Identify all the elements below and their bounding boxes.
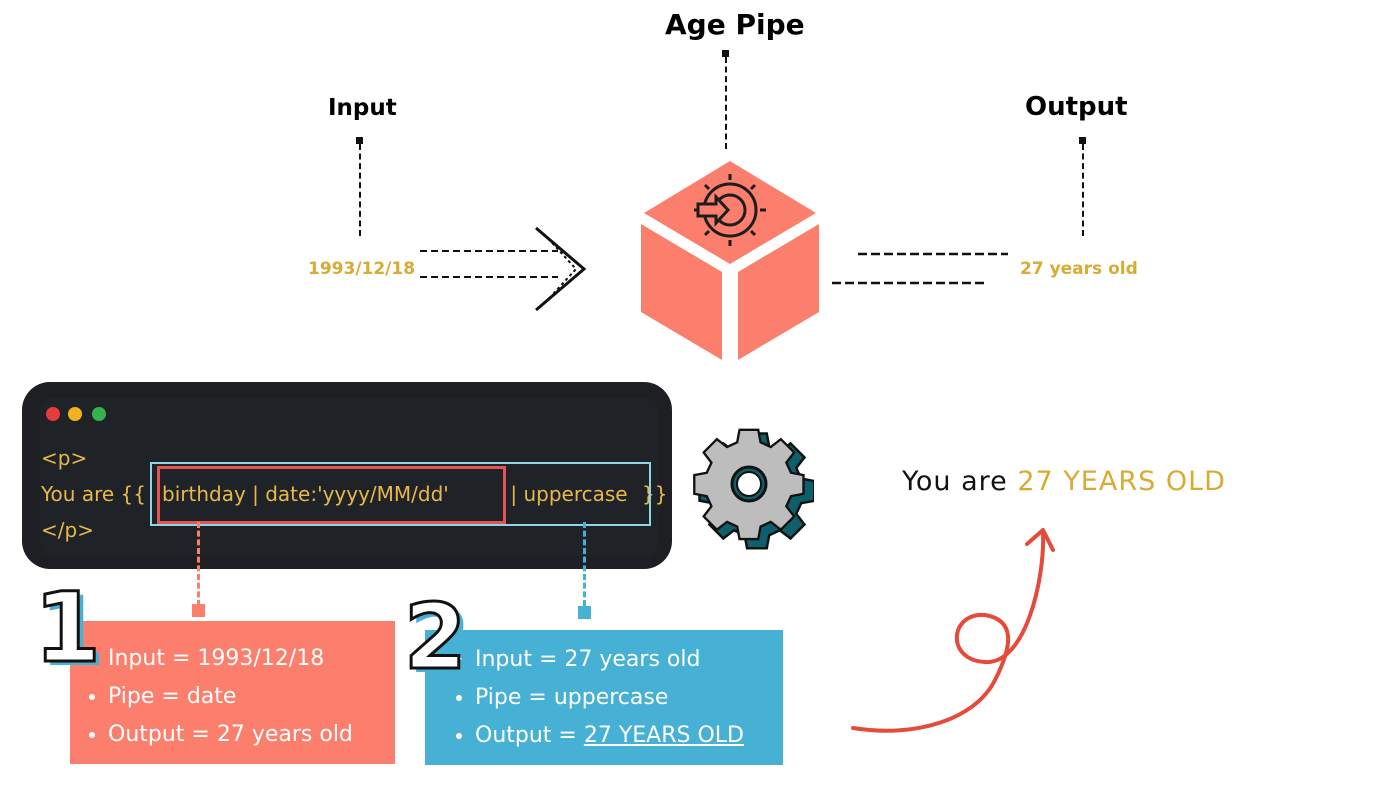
code-line-2-pipe: | uppercase xyxy=(504,482,628,506)
code-line-3: </p> xyxy=(41,518,94,542)
step1-connector xyxy=(197,522,200,606)
close-dot[interactable] xyxy=(46,407,60,421)
step1-output: Output = 27 years old xyxy=(108,716,353,754)
step2-output: Output = 27 YEARS OLD xyxy=(475,717,744,755)
step2-card xyxy=(425,630,783,765)
code-line-2-birthday: birthday | date:'yyyy/MM/dd' xyxy=(162,482,449,506)
code-editor xyxy=(40,398,658,556)
age-pipe-title: Age Pipe xyxy=(665,8,805,41)
code-line-1: <p> xyxy=(41,446,88,470)
step2-number: 2 xyxy=(403,584,469,692)
age-pipe-leader xyxy=(725,57,727,149)
step2-connector xyxy=(583,522,586,606)
double-chevron-arrow-icon xyxy=(420,226,587,312)
result-value: 27 YEARS OLD xyxy=(1017,466,1226,497)
input-title: Input xyxy=(328,95,397,121)
code-line-2-prefix: You are {{ xyxy=(41,482,146,506)
maximize-dot[interactable] xyxy=(92,407,106,421)
output-marker xyxy=(1079,137,1086,144)
step2-output-value: 27 YEARS OLD xyxy=(583,723,744,748)
step2-list: Input = 27 years old Pipe = uppercase Ou… xyxy=(437,641,744,755)
curly-arrow-icon xyxy=(851,528,1055,733)
step1-card xyxy=(70,621,395,764)
input-value: 1993/12/18 xyxy=(308,259,416,279)
minimize-dot[interactable] xyxy=(68,407,82,421)
step1-list: Input = 1993/12/18 Pipe = date Output = … xyxy=(70,640,353,754)
result-text: You are 27 YEARS OLD xyxy=(902,466,1226,497)
result-prefix: You are xyxy=(902,466,1018,497)
age-pipe-marker xyxy=(722,50,729,57)
gear-arrow-icon xyxy=(694,174,766,246)
output-value: 27 years old xyxy=(1020,259,1138,279)
input-marker xyxy=(356,137,363,144)
date-highlight-box xyxy=(157,466,506,524)
input-leader xyxy=(359,144,361,236)
output-title: Output xyxy=(1025,92,1128,122)
step1-connector-end xyxy=(192,604,205,617)
step2-input: Input = 27 years old xyxy=(475,641,744,679)
code-line-2-suffix: }} xyxy=(642,482,668,506)
pipe-cube-icon xyxy=(641,161,819,360)
step1-number: 1 xyxy=(33,571,103,686)
uppercase-highlight-box xyxy=(150,462,651,526)
step1-pipe: Pipe = date xyxy=(108,678,353,716)
step2-connector-end xyxy=(578,606,591,619)
gear-icon xyxy=(693,428,814,550)
step2-output-label: Output = xyxy=(475,723,584,748)
output-dash-lines xyxy=(832,252,1008,285)
step1-input: Input = 1993/12/18 xyxy=(108,640,353,678)
output-leader xyxy=(1082,144,1084,236)
step2-pipe: Pipe = uppercase xyxy=(475,679,744,717)
